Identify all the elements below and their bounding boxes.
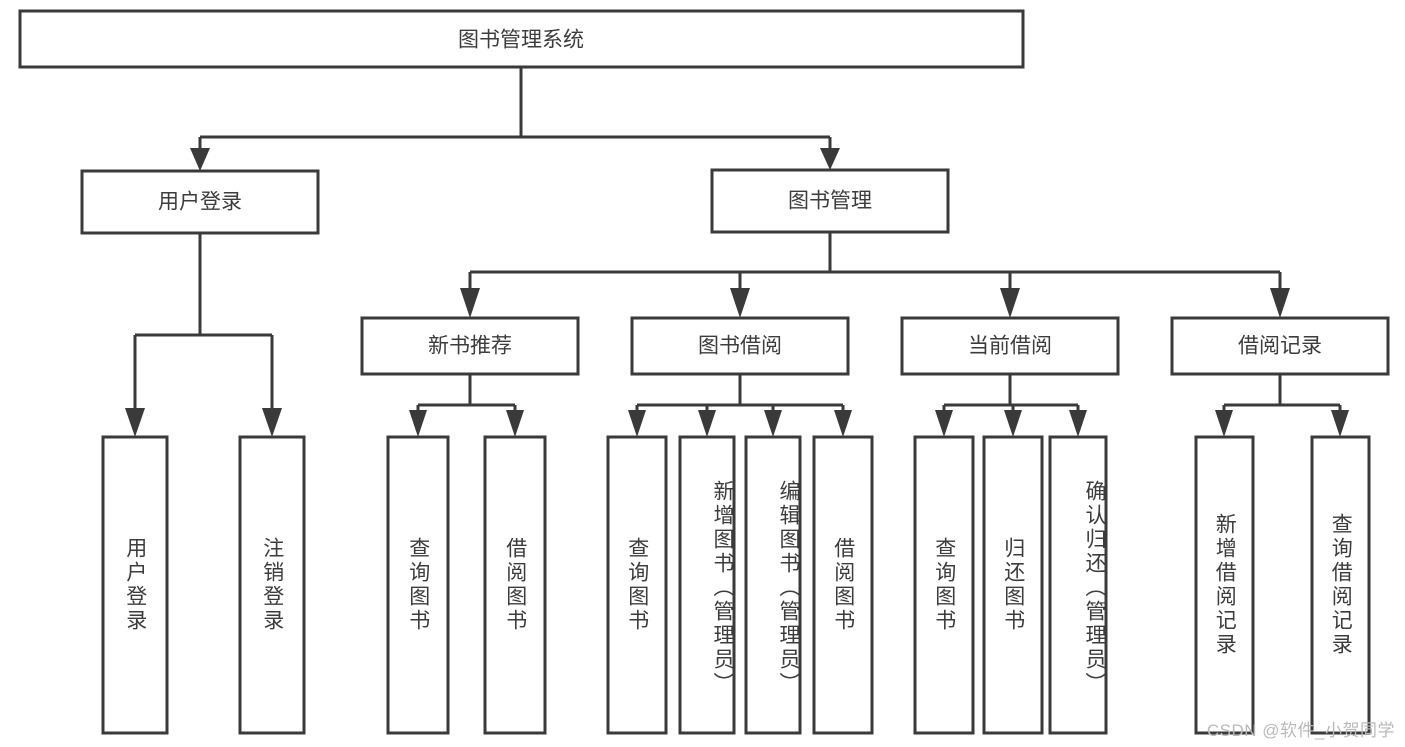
node-book-borrow[interactable]: 图书借阅	[630, 316, 850, 376]
node-user-login-label: 用户登录	[158, 191, 242, 214]
node-root-label: 图书管理系统	[458, 29, 584, 52]
node-new-book-recommend-box	[360, 316, 580, 376]
arrow-head-leaf-add-book-admin	[698, 410, 716, 437]
node-book-manage-label: 图书管理	[788, 190, 872, 213]
leaf-label-query-borrow-record: 查询借阅记录	[1329, 513, 1353, 657]
node-leaf-user-login-box[interactable]	[101, 435, 169, 735]
connector-root-to-level1	[190, 67, 840, 171]
node-borrow-record[interactable]: 借阅记录	[1170, 316, 1390, 376]
node-leaf-query-book-current-box[interactable]	[913, 435, 975, 735]
arrow-head-leaf-user-login	[125, 408, 145, 437]
connector-user-login-to-leaves	[125, 233, 282, 437]
connector-current-borrow-to-leaves	[935, 374, 1087, 437]
node-user-login-box	[80, 169, 320, 235]
node-leaf-logout-box[interactable]	[238, 435, 306, 735]
node-new-book-recommend-label: 新书推荐	[428, 335, 512, 358]
leaf-boxes	[101, 435, 1371, 735]
node-user-login[interactable]: 用户登录	[80, 169, 320, 235]
node-leaf-return-book-box[interactable]	[982, 435, 1044, 735]
node-root[interactable]: 图书管理系统	[18, 9, 1025, 69]
arrow-head-leaf-query-borrow-record	[1331, 410, 1349, 437]
node-current-borrow[interactable]: 当前借阅	[900, 316, 1120, 376]
leaf-label-edit-book-admin: 编辑图书（管理员）	[777, 480, 800, 696]
leaf-label-query-book-borrow: 查询图书	[625, 537, 649, 633]
arrow-head-leaf-borrow-book-recommend	[506, 410, 524, 437]
node-root-box	[18, 9, 1025, 69]
node-leaf-edit-book-admin-box[interactable]	[744, 435, 802, 735]
arrow-head-leaf-query-book-current	[935, 410, 953, 437]
node-new-book-recommend[interactable]: 新书推荐	[360, 316, 580, 376]
leaf-label-query-book-current: 查询图书	[932, 537, 956, 633]
node-book-borrow-box	[630, 316, 850, 376]
node-leaf-add-book-admin-box[interactable]	[678, 435, 736, 735]
csdn-watermark: CSDN @软件_小贺同学	[1206, 721, 1395, 740]
connector-book-manage-to-level2	[460, 232, 1290, 318]
node-leaf-borrow-book-box[interactable]	[812, 435, 874, 735]
leaf-label-borrow-book: 借阅图书	[831, 537, 855, 633]
node-leaf-query-book-recommend-box[interactable]	[386, 435, 450, 735]
connector-new-book-recommend-to-leaves	[409, 374, 524, 437]
arrow-head-new-book-recommend	[460, 288, 480, 318]
connector-book-borrow-to-leaves	[628, 374, 852, 437]
arrow-head-book-borrow	[730, 288, 750, 318]
leaf-label-add-borrow-record: 新增借阅记录	[1213, 513, 1237, 657]
node-current-borrow-box	[900, 316, 1120, 376]
arrow-head-book-manage	[820, 148, 840, 170]
leaf-label-user-login: 用户登录	[123, 537, 147, 633]
leaf-label-query-book-recommend: 查询图书	[406, 537, 430, 633]
leaf-label-confirm-return-admin: 确认归还（管理员）	[1083, 480, 1106, 696]
node-borrow-record-label: 借阅记录	[1238, 335, 1322, 358]
arrow-head-current-borrow	[1000, 288, 1020, 318]
node-leaf-query-borrow-record-box[interactable]	[1310, 435, 1371, 735]
node-borrow-record-box	[1170, 316, 1390, 376]
arrow-head-leaf-query-book-recommend	[409, 410, 427, 437]
node-book-manage[interactable]: 图书管理	[710, 168, 950, 234]
connector-borrow-record-to-leaves	[1215, 374, 1349, 437]
arrow-head-borrow-record	[1270, 288, 1290, 318]
arrow-head-leaf-add-borrow-record	[1215, 410, 1233, 437]
node-book-borrow-label: 图书借阅	[698, 335, 782, 358]
arrow-head-leaf-edit-book-admin	[764, 410, 782, 437]
node-book-manage-box	[710, 168, 950, 234]
leaf-label-borrow-book-recommend: 借阅图书	[503, 537, 527, 633]
arrow-head-leaf-return-book	[1004, 410, 1022, 437]
arrow-head-leaf-borrow-book	[834, 410, 852, 437]
leaf-label-return-book: 归还图书	[1001, 537, 1025, 633]
arrow-head-leaf-query-book-borrow	[628, 410, 646, 437]
arrow-head-leaf-confirm-return-admin	[1069, 410, 1087, 437]
node-leaf-query-book-borrow-box[interactable]	[606, 435, 668, 735]
leaf-label-logout: 注销登录	[260, 537, 284, 633]
arrow-head-user-login	[190, 148, 210, 171]
node-leaf-add-borrow-record-box[interactable]	[1194, 435, 1255, 735]
node-leaf-confirm-return-admin-box[interactable]	[1048, 435, 1108, 735]
node-leaf-borrow-book-recommend-box[interactable]	[483, 435, 547, 735]
leaf-label-add-book-admin: 新增图书（管理员）	[711, 480, 734, 696]
arrow-head-leaf-logout	[262, 408, 282, 437]
node-current-borrow-label: 当前借阅	[968, 335, 1052, 358]
